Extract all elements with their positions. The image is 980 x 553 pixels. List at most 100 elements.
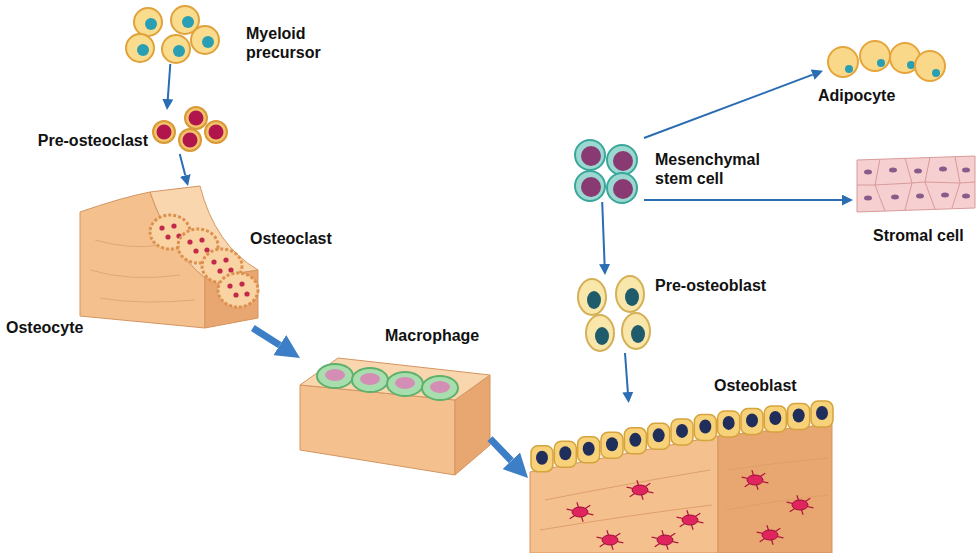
osteoblast-cells xyxy=(583,442,595,456)
adipocyte-cells xyxy=(932,69,940,77)
stromal-tissue xyxy=(857,156,975,212)
arrow-connector xyxy=(644,199,842,201)
myeloid-cells xyxy=(126,34,154,62)
stem-cells xyxy=(607,145,637,175)
pre-osteoclast-cells xyxy=(179,129,201,151)
arrow-connector xyxy=(602,202,604,264)
myeloid-cells xyxy=(137,44,149,56)
osteoblast-cells xyxy=(723,416,735,430)
stem-cells xyxy=(607,173,637,203)
cell-group: Stromal cell xyxy=(853,155,975,210)
stromal-nuclei xyxy=(891,195,899,200)
osteoclast-cells xyxy=(199,237,204,242)
pre-osteoblast-cells xyxy=(595,327,609,345)
arrow-connector xyxy=(180,154,186,175)
osteoclast-cells xyxy=(193,248,198,253)
arrow-connector xyxy=(253,328,280,345)
osteoblast-cells xyxy=(531,446,553,472)
myeloid-cells xyxy=(162,35,190,63)
osteoclast-cells xyxy=(187,239,192,244)
osteocyte-cells xyxy=(762,530,778,540)
osteoblast-cells xyxy=(718,411,740,437)
osteocyte-cells xyxy=(657,535,673,545)
cell-label: Adipocyte xyxy=(818,86,895,105)
stromal-nuclei xyxy=(941,193,949,198)
osteoblast-cells xyxy=(793,409,805,423)
pre-osteoblast-cells xyxy=(578,276,650,351)
osteoclast-cells xyxy=(239,281,244,286)
myeloid-cells xyxy=(191,26,219,54)
osteoblast-cells xyxy=(699,419,711,433)
forming-bone-block xyxy=(530,436,718,553)
pre-osteoclast-cells xyxy=(209,125,224,140)
pre-osteoblast-cells xyxy=(586,315,614,351)
forming-bone-block xyxy=(718,424,832,553)
osteoclast-cells xyxy=(211,259,216,264)
macrophage-cells xyxy=(317,364,458,400)
cell-illustrations xyxy=(126,6,970,550)
stromal-nuclei xyxy=(914,169,922,174)
pre-osteoblast-cells xyxy=(631,325,645,343)
arrow-connector xyxy=(490,439,511,461)
pre-osteoclast-cells xyxy=(153,121,175,143)
osteoclast-cells xyxy=(233,292,238,297)
adipocyte-cells xyxy=(860,41,890,71)
osteocyte-cells xyxy=(682,515,698,525)
cell-group: Pre-osteoblast xyxy=(573,275,653,353)
stem-cells xyxy=(581,146,601,166)
cell-label: Osteoblast xyxy=(714,376,797,395)
resorbing-bone-block xyxy=(80,186,258,328)
myeloid-cells xyxy=(173,45,185,57)
osteoblast-cells xyxy=(676,424,688,438)
stem-cells xyxy=(575,171,605,201)
osteoclast-cells xyxy=(204,247,209,252)
osteoblast-cells xyxy=(671,419,693,445)
macrophage-cells xyxy=(352,368,388,392)
osteocyte-cells xyxy=(632,485,648,495)
pre-osteoblast-cells xyxy=(622,313,650,349)
pre-osteoblast-cells xyxy=(625,288,639,306)
osteoblast-cells xyxy=(741,408,763,434)
macrophage-cells xyxy=(430,381,450,393)
stromal-nuclei xyxy=(939,167,947,172)
osteoblast-cells xyxy=(554,441,576,467)
osteoclast-cells xyxy=(244,291,249,296)
myeloid-cells xyxy=(126,6,219,63)
osteoblast-cells xyxy=(536,451,548,465)
pre-osteoblast-cells xyxy=(587,291,601,309)
adipocyte-cells xyxy=(845,65,853,73)
adipocyte-cells xyxy=(907,61,915,69)
osteocyte-cells xyxy=(602,535,618,545)
osteoblast-cells xyxy=(694,414,716,440)
cell-group: Myeloid precursor xyxy=(128,6,218,64)
stromal-nuclei xyxy=(916,194,924,199)
osteoblast-cells xyxy=(606,437,618,451)
osteoblast-cells xyxy=(629,433,641,447)
adipocyte-cells xyxy=(915,51,945,81)
cell-label: Pre-osteoclast xyxy=(30,131,148,150)
cell-group: Macrophage xyxy=(300,345,490,475)
macrophage-bone-slab xyxy=(300,358,490,475)
cell-group: Adipocyte xyxy=(823,40,948,84)
pre-osteoclast-cells xyxy=(153,107,227,151)
cell-group: Pre-osteoclast xyxy=(150,110,235,154)
forming-bone-block xyxy=(540,458,828,530)
cell-label: Macrophage xyxy=(385,326,479,345)
osteoblast-cells xyxy=(648,423,670,449)
cell-label: Mesenchymal stem cell xyxy=(655,150,767,188)
osteoblast-cells xyxy=(578,437,600,463)
osteoblast-cells xyxy=(816,406,828,420)
pre-osteoblast-cells xyxy=(616,276,644,312)
myeloid-cells xyxy=(202,36,214,48)
cell-label: Pre-osteoblast xyxy=(655,276,766,295)
adipocyte-cells xyxy=(877,59,885,67)
cell-label: Osteocyte xyxy=(6,318,83,337)
stem-cells xyxy=(575,140,605,170)
macrophage-cells xyxy=(325,369,345,381)
macrophage-cells xyxy=(422,376,458,400)
stromal-tissue xyxy=(857,156,975,212)
adipocyte-cells xyxy=(828,47,858,77)
stromal-nuclei xyxy=(864,196,872,201)
